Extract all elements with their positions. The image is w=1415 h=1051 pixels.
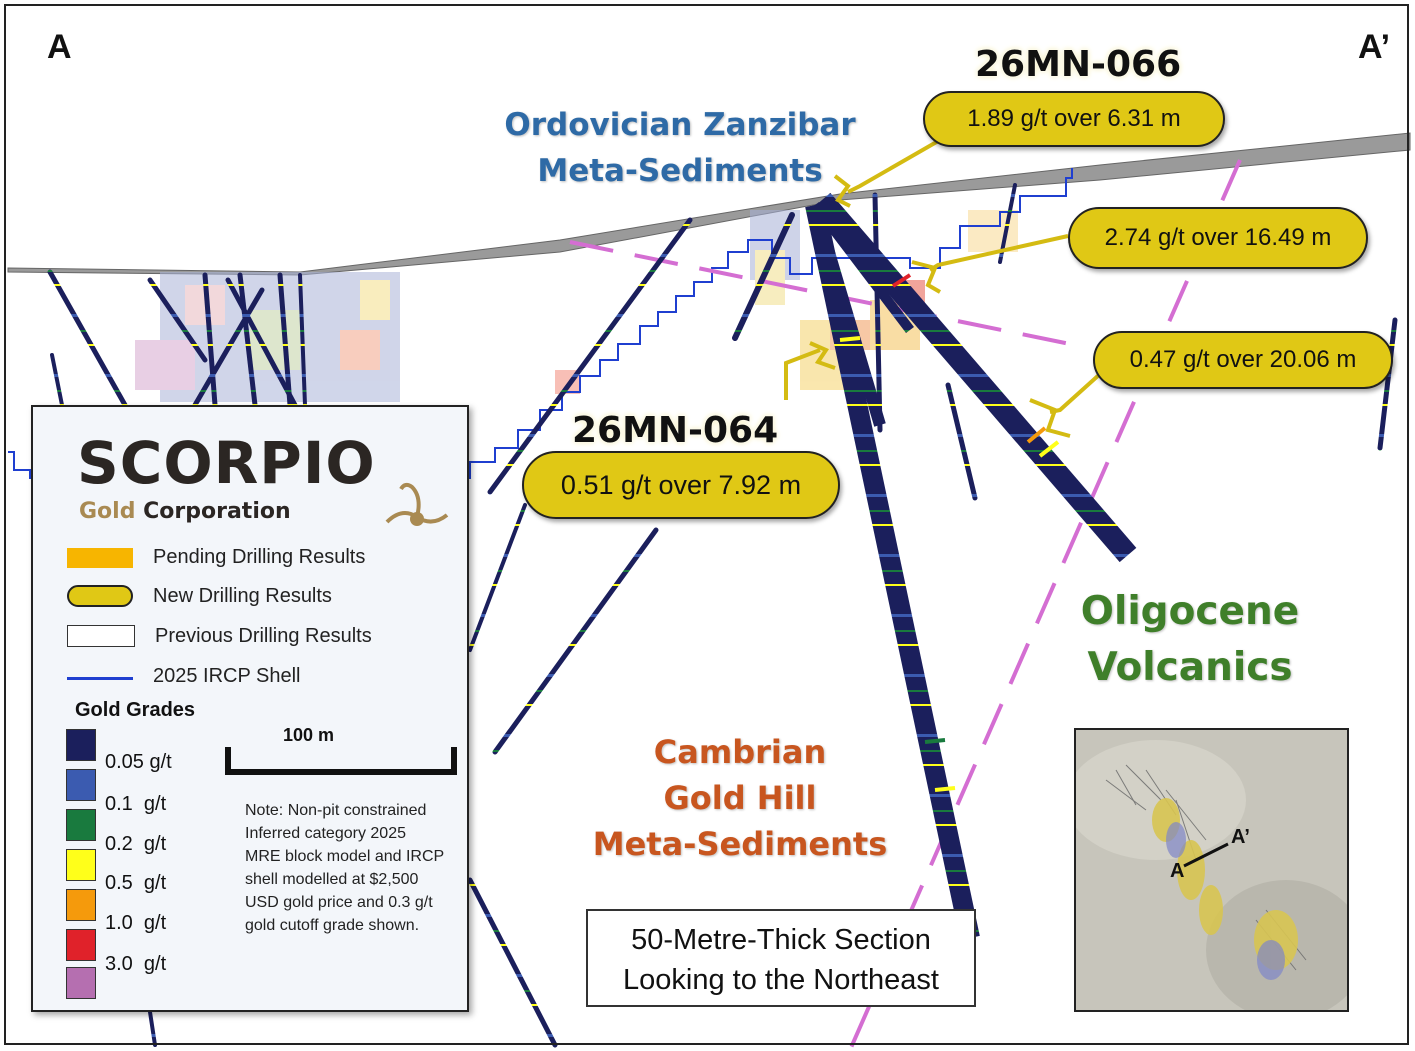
legend-swatch	[67, 677, 133, 680]
grade-swatch	[66, 849, 96, 881]
fault-line	[569, 240, 1081, 348]
scale-bar-label: 100 m	[283, 725, 335, 745]
drill-hole-26mn-064	[805, 202, 980, 941]
grade-label: 0.1 g/t	[105, 793, 167, 815]
grade-swatch	[66, 929, 96, 961]
hole-id-26mn-064: 26MN-064	[572, 410, 779, 451]
grade-swatch	[66, 769, 96, 801]
fault-line	[848, 159, 1242, 1051]
drill-hole-26mn-066	[813, 192, 1137, 563]
intercept-callout: 0.51 g/t over 7.92 m	[522, 451, 840, 519]
section-description-line: Looking to the Northeast	[623, 964, 939, 996]
grade-label: 0.05 g/t	[105, 751, 172, 773]
gold-grades-title: Gold Grades	[75, 699, 196, 721]
grade-label: 0.2 g/t	[105, 833, 167, 855]
logo-wordmark: SCORPIO	[77, 429, 376, 497]
unit-label-line: Meta-Sediments	[537, 153, 823, 189]
grade-swatch	[66, 809, 96, 841]
callout-leaders	[784, 138, 1102, 438]
drill-holes-previous	[47, 183, 1398, 1048]
grade-swatch	[66, 889, 96, 921]
scale-bar	[225, 747, 457, 775]
legend-item-label: New Drilling Results	[153, 585, 332, 607]
hole-id-26mn-066: 26MN-066	[975, 44, 1182, 85]
unit-label-line: Cambrian	[653, 733, 827, 771]
scorpion-icon	[385, 482, 449, 526]
legend-panel: SCORPIO Gold Corporation Pending Drillin…	[31, 405, 469, 1012]
legend-swatch	[67, 585, 133, 607]
intercept-callout: 0.47 g/t over 20.06 m	[1093, 331, 1393, 389]
intercept-callout: 1.89 g/t over 6.31 m	[923, 91, 1225, 147]
section-end-label: A’	[1358, 28, 1391, 66]
intercept-callout: 2.74 g/t over 16.49 m	[1068, 207, 1368, 269]
unit-label-line: Volcanics	[1087, 645, 1293, 690]
logo-subtitle: Gold Corporation	[79, 499, 291, 524]
unit-label-ordovician: Ordovician Zanzibar Meta-Sediments	[480, 102, 880, 194]
legend-item-label: Pending Drilling Results	[153, 546, 366, 568]
unit-label-line: Gold Hill	[663, 779, 817, 817]
unit-label-line: Meta-Sediments	[592, 825, 888, 863]
grade-label: 3.0 g/t	[105, 953, 167, 975]
inset-start-label: A	[1170, 860, 1185, 882]
unit-label-line: Ordovician Zanzibar	[504, 107, 856, 143]
section-description-box: 50-Metre-Thick Section Looking to the No…	[586, 909, 976, 1007]
unit-label-line: Oligocene	[1080, 589, 1300, 634]
inset-end-label: A’	[1231, 826, 1250, 848]
grade-label: 1.0 g/t	[105, 912, 167, 934]
legend-note: Note: Non-pit constrained Inferred categ…	[245, 802, 444, 934]
legend-item-label: Previous Drilling Results	[155, 625, 372, 647]
legend-swatch	[67, 548, 133, 568]
drill-holes-new	[805, 192, 1137, 941]
section-description-line: 50-Metre-Thick Section	[631, 924, 931, 956]
legend-swatch	[67, 625, 135, 647]
unit-label-oligocene: Oligocene Volcanics	[1050, 584, 1330, 696]
inset-map-image	[1076, 730, 1347, 1010]
legend-item-label: 2025 IRCP Shell	[153, 665, 301, 687]
logo-subtitle-corporation: Corporation	[143, 499, 291, 524]
grade-swatch	[66, 967, 96, 999]
grade-swatch	[66, 729, 96, 761]
logo-subtitle-gold: Gold	[79, 499, 136, 524]
grade-highlights	[839, 273, 1060, 792]
grade-label: 0.5 g/t	[105, 872, 167, 894]
company-logo: SCORPIO Gold Corporation	[77, 429, 449, 529]
unit-label-cambrian: Cambrian Gold Hill Meta-Sediments	[570, 729, 910, 867]
inset-location-map: A A’	[1074, 728, 1349, 1012]
ircp-shell-line	[8, 168, 1073, 479]
section-start-label: A	[47, 28, 72, 66]
